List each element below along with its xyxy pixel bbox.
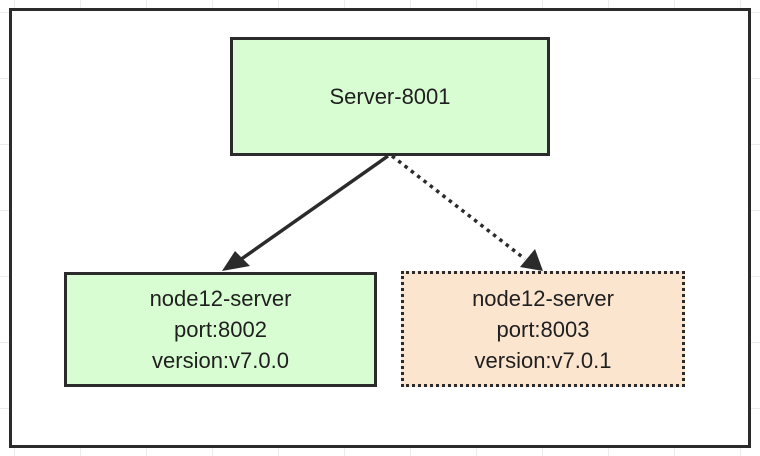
server-8001-node: Server-8001 — [230, 37, 550, 156]
edge-root-to-8003 — [390, 154, 527, 261]
arrowhead-8002-icon — [222, 251, 250, 271]
edge-root-to-8002 — [238, 154, 390, 262]
node12-server-8003-node: node12-server port:8003 version:v7.0.1 — [401, 271, 685, 387]
node-8002-port: port:8002 — [174, 317, 267, 342]
node-8002-name: node12-server — [149, 286, 292, 311]
node-8003-port: port:8003 — [496, 316, 590, 342]
server-8001-label: Server-8001 — [329, 84, 451, 109]
node-8003-version: version:v7.0.1 — [474, 347, 612, 373]
node-8003-name: node12-server — [472, 285, 614, 311]
arrowhead-8003-icon — [520, 249, 543, 271]
node12-server-8002-node: node12-server port:8002 version:v7.0.0 — [64, 272, 377, 387]
node-8002-version: version:v7.0.0 — [152, 348, 289, 373]
